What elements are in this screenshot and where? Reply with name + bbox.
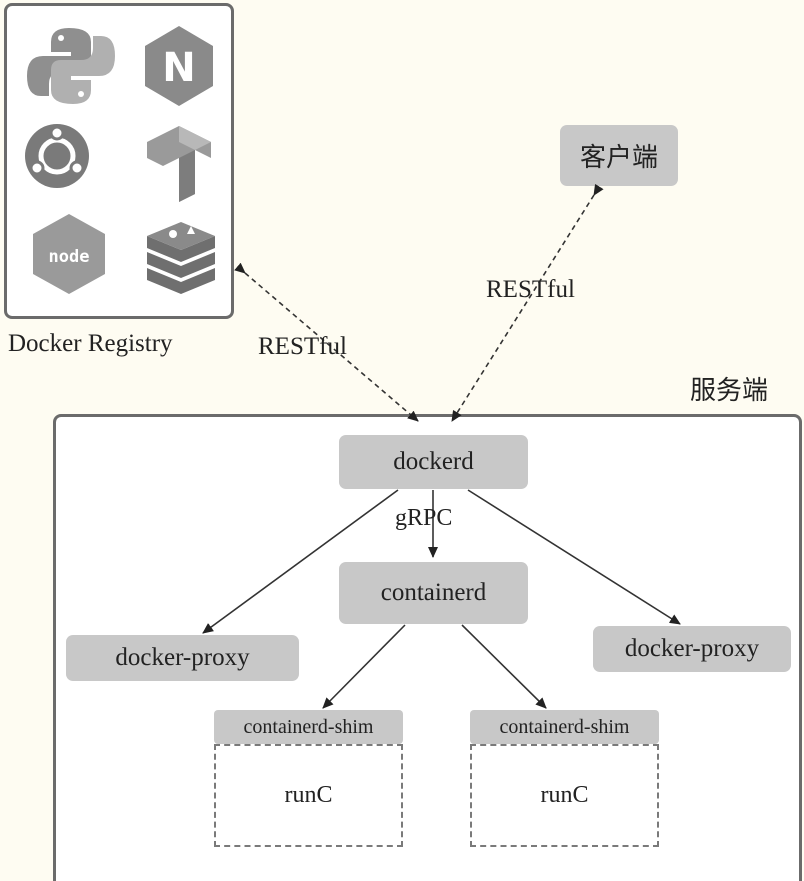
dockerd-proxy-right-edge (467, 489, 681, 625)
ubuntu-icon (25, 124, 89, 188)
registry-restful-label: RESTful (258, 333, 347, 360)
docker-proxy-left-node: docker-proxy (66, 635, 299, 681)
containerd-node: containerd (339, 562, 528, 624)
registry-restful-edge (234, 262, 419, 422)
svg-text:node: node (49, 247, 90, 267)
containerd-shim-left-edge (322, 624, 406, 709)
client-restful-label: RESTful (486, 276, 575, 303)
server-label: 服务端 (690, 376, 769, 406)
dockerd-node: dockerd (339, 435, 528, 489)
runc-left-box: runC (214, 744, 403, 847)
runc-left-label: runC (284, 782, 333, 808)
svg-text:N: N (162, 45, 195, 91)
registry-frame: N T node (4, 3, 234, 319)
containerd-shim-right-node: containerd-shim (470, 710, 659, 744)
svg-text:T: T (179, 177, 180, 179)
runc-right-box: runC (470, 744, 659, 847)
client-restful-edge (451, 183, 604, 422)
registry-label: Docker Registry (8, 330, 173, 357)
grpc-label: gRPC (395, 505, 453, 531)
runc-right-label: runC (540, 782, 589, 808)
containerd-shim-right-edge (461, 624, 547, 709)
tensorflow-icon: T (147, 126, 211, 202)
containerd-shim-left-node: containerd-shim (214, 710, 403, 744)
redis-icon (147, 222, 215, 294)
docker-proxy-right-node: docker-proxy (593, 626, 791, 672)
dockerd-proxy-left-edge (202, 489, 399, 634)
registry-icons: N T node (25, 26, 215, 294)
nginx-icon: N (145, 26, 213, 106)
client-node: 客户端 (560, 125, 678, 186)
node-icon: node (33, 214, 105, 294)
python-icon (27, 28, 115, 104)
